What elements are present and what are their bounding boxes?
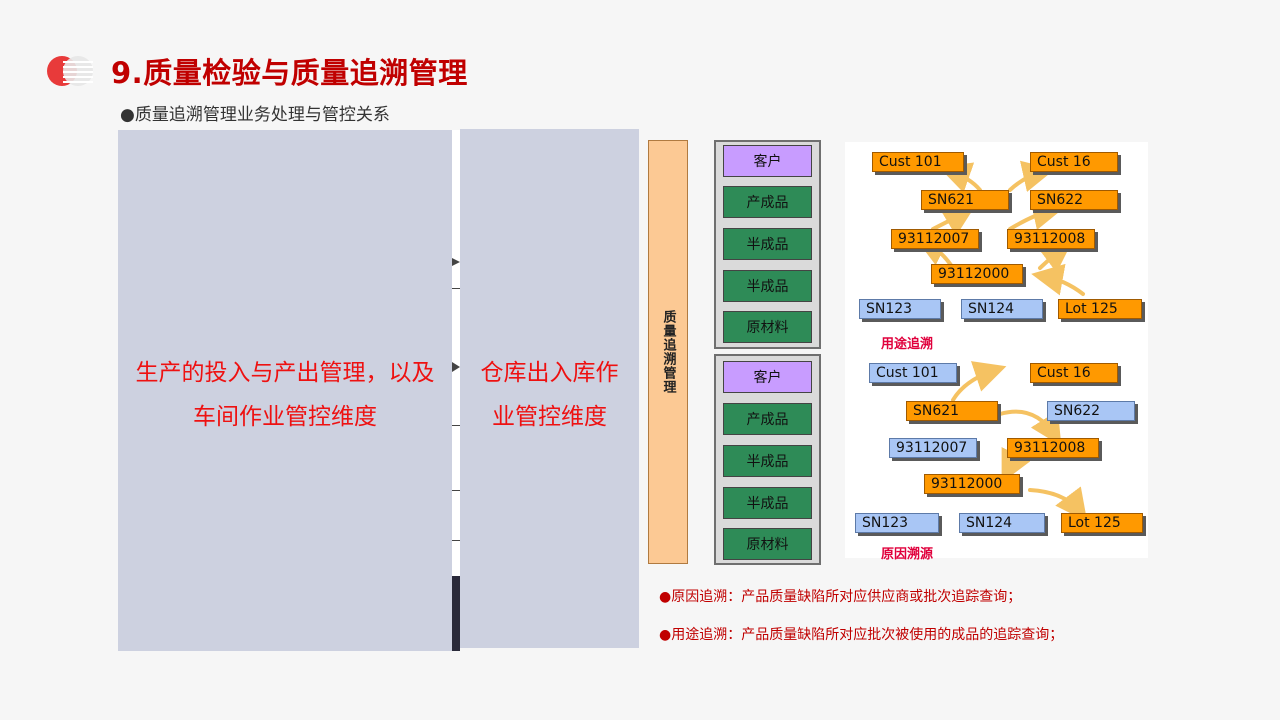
trace-use-label: 用途追溯 xyxy=(881,337,934,352)
warehouse-panel-line1: 仓库出入库作 xyxy=(480,360,619,386)
trace-node-sn124: SN124 xyxy=(961,299,1043,319)
trace-node-cust101: Cust 101 xyxy=(872,152,964,172)
logo-icon xyxy=(47,56,93,86)
trace-node-sn621: SN621 xyxy=(906,401,998,421)
note-cause-trace: ●原因追溯：产品质量缺陷所对应供应商或批次追踪查询； xyxy=(659,589,1022,605)
trace-node-93112008: 93112008 xyxy=(1007,229,1095,249)
trace-node-lot125: Lot 125 xyxy=(1058,299,1142,319)
trace-node-sn622: SN622 xyxy=(1047,401,1135,421)
trace-node-93112007: 93112007 xyxy=(891,229,979,249)
trace-node-93112007: 93112007 xyxy=(889,438,977,458)
stack-bottom-item: 原材料 xyxy=(723,528,812,560)
trace-node-93112008: 93112008 xyxy=(1007,438,1099,458)
warehouse-panel-text: 仓库出入库作 业管控维度 xyxy=(460,351,639,439)
stack-top: 客户 产成品 半成品 半成品 原材料 xyxy=(714,140,821,349)
page-subtitle: ●质量追溯管理业务处理与管控关系 xyxy=(120,105,390,125)
production-panel xyxy=(118,130,452,651)
note-use-trace: ●用途追溯：产品质量缺陷所对应批次被使用的成品的追踪查询； xyxy=(659,627,1064,643)
panel-divider xyxy=(452,130,460,651)
trace-node-lot125: Lot 125 xyxy=(1061,513,1143,533)
trace-cause-label: 原因溯源 xyxy=(881,547,934,562)
trace-node-93112000: 93112000 xyxy=(931,264,1023,284)
stack-top-item: 产成品 xyxy=(723,186,812,218)
traceability-diagram: Cust 101 Cust 16 SN621 SN622 93112007 93… xyxy=(845,142,1148,562)
production-panel-text: 生产的投入与产出管理，以及 车间作业管控维度 xyxy=(118,351,452,439)
stack-bottom-item: 客户 xyxy=(723,361,812,393)
warehouse-panel xyxy=(460,129,639,648)
production-panel-line1: 生产的投入与产出管理，以及 xyxy=(135,360,435,386)
production-panel-line2: 车间作业管控维度 xyxy=(193,404,377,430)
stack-top-item: 半成品 xyxy=(723,270,812,302)
trace-node-sn124: SN124 xyxy=(959,513,1045,533)
stack-bottom-item: 产成品 xyxy=(723,403,812,435)
warehouse-panel-line2: 业管控维度 xyxy=(492,404,607,430)
stack-bottom: 客户 产成品 半成品 半成品 原材料 xyxy=(714,354,821,565)
stack-bottom-item: 半成品 xyxy=(723,487,812,519)
trace-node-sn622: SN622 xyxy=(1030,190,1118,210)
trace-node-cust16: Cust 16 xyxy=(1030,152,1118,172)
trace-node-sn621: SN621 xyxy=(921,190,1009,210)
trace-node-cust101: Cust 101 xyxy=(869,363,957,383)
stack-top-item: 原材料 xyxy=(723,311,812,343)
stack-top-item: 半成品 xyxy=(723,228,812,260)
trace-node-93112000: 93112000 xyxy=(924,474,1020,494)
trace-node-sn123: SN123 xyxy=(859,299,941,319)
page-title: 9.质量检验与质量追溯管理 xyxy=(111,56,468,90)
quality-trace-label: 质量追溯管理 xyxy=(660,310,676,394)
stack-top-item: 客户 xyxy=(723,145,812,177)
trace-node-cust16: Cust 16 xyxy=(1030,363,1118,383)
stack-bottom-item: 半成品 xyxy=(723,445,812,477)
quality-trace-bar: 质量追溯管理 xyxy=(648,140,688,564)
trace-node-sn123: SN123 xyxy=(855,513,939,533)
